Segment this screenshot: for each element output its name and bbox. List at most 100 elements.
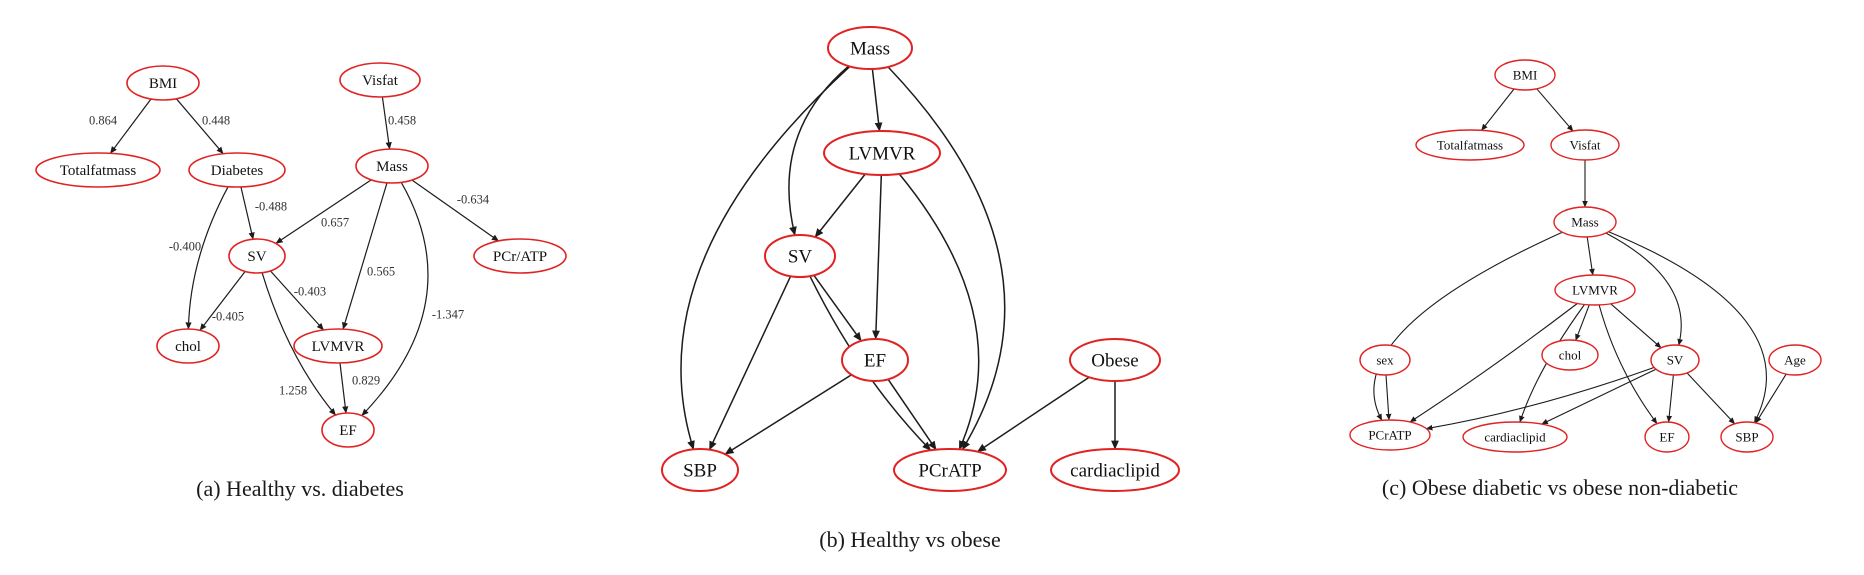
node-label-chol: chol xyxy=(1559,347,1582,362)
edge-SV-LVMVR xyxy=(269,270,324,331)
edge-label-SV-chol: -0.405 xyxy=(212,309,244,323)
edge-Mass-EF xyxy=(361,182,429,417)
edge-LVMVR-EF xyxy=(872,174,883,340)
node-label-sex: sex xyxy=(1376,352,1394,367)
edge-label-Diabetes-SV: -0.488 xyxy=(255,199,287,213)
node-SV xyxy=(1650,344,1700,376)
node-label-Mass: Mass xyxy=(376,159,408,175)
edge-Mass-SBP xyxy=(1608,231,1767,423)
node-sex xyxy=(1359,344,1411,376)
edge-label-Mass-SV: 0.657 xyxy=(321,215,349,229)
edge-LVMVR-PCrATP xyxy=(898,173,980,450)
node-SBP xyxy=(661,448,739,492)
edge-SV-EF xyxy=(813,274,862,342)
edge-label-Mass-PCrATP: -0.634 xyxy=(457,192,490,206)
edge-LVMVR-SV xyxy=(814,173,866,238)
node-label-cardiaclipid: cardiaclipid xyxy=(1070,460,1160,481)
edge-Mass-PCrATP xyxy=(411,179,499,242)
edge-LVMVR-chol xyxy=(1575,304,1590,341)
edge-SV-EF xyxy=(1666,374,1674,423)
edge-BMI-Totalfatmass xyxy=(1481,88,1515,131)
edge-BMI-Diabetes xyxy=(175,98,224,155)
node-Totalfatmass xyxy=(1415,129,1525,161)
node-label-Mass: Mass xyxy=(1571,214,1598,229)
node-EF xyxy=(1644,421,1690,453)
node-label-Age: Age xyxy=(1784,352,1806,367)
edge-LVMVR-EF xyxy=(339,362,349,414)
edge-label-Mass-LVMVR: 0.565 xyxy=(367,264,395,278)
node-label-PCrATP: PCrATP xyxy=(918,460,981,481)
edge-Mass-LVMVR xyxy=(871,68,883,132)
node-PCrATP xyxy=(473,238,567,274)
caption-b: (b) Healthy vs obese xyxy=(819,527,1001,552)
edge-SV-SBP xyxy=(1686,372,1736,425)
node-Totalfatmass xyxy=(35,152,161,188)
node-EF xyxy=(841,338,909,382)
node-label-SBP: SBP xyxy=(683,460,717,481)
edge-label-BMI-Diabetes: 0.448 xyxy=(202,113,230,127)
edge-label-Diabetes-chol: -0.400 xyxy=(169,239,201,253)
node-PCrATP xyxy=(1349,419,1431,451)
edge-EF-PCrATP xyxy=(887,378,937,451)
node-label-SV: SV xyxy=(1667,352,1684,367)
edge-label-SV-EF: 1.258 xyxy=(279,383,307,397)
edge-sex-PCrATP xyxy=(1385,374,1392,421)
node-BMI xyxy=(1494,59,1556,91)
edge-LVMVR-SV xyxy=(1610,303,1662,349)
caption-c: (c) Obese diabetic vs obese non-diabetic xyxy=(1381,475,1739,500)
node-label-LVMVR: LVMVR xyxy=(312,339,365,355)
edge-SV-EF xyxy=(261,272,337,416)
edge-Age-SBP xyxy=(1755,373,1787,424)
node-cardiaclipid xyxy=(1050,448,1180,492)
edge-label-LVMVR-EF: 0.829 xyxy=(352,373,380,387)
edge-label-Visfat-Mass: 0.458 xyxy=(388,113,416,127)
node-SV xyxy=(764,234,836,278)
edge-BMI-Visfat xyxy=(1536,88,1574,132)
node-SBP xyxy=(1720,421,1774,453)
edge-Mass-PCrATP xyxy=(887,66,1006,451)
edge-Diabetes-SV xyxy=(240,186,255,240)
node-BMI xyxy=(126,65,200,101)
edge-Mass-SV xyxy=(275,179,372,244)
node-Age xyxy=(1768,344,1822,376)
node-label-Totalfatmass: Totalfatmass xyxy=(1437,137,1503,152)
node-Mass xyxy=(827,26,913,70)
node-label-SV: SV xyxy=(247,249,266,265)
node-label-SV: SV xyxy=(788,246,813,267)
node-label-chol: chol xyxy=(175,339,201,355)
edge-Visfat-Mass xyxy=(381,96,392,150)
edge-LVMVR-cardiaclipid xyxy=(1519,304,1585,423)
edge-Mass-SV xyxy=(788,65,850,236)
node-Obese xyxy=(1069,338,1161,382)
node-SV xyxy=(228,238,286,274)
edge-label-BMI-Totalfatmass: 0.864 xyxy=(89,113,118,127)
edge-SV-cardiaclipid xyxy=(1541,368,1657,425)
edge-BMI-Totalfatmass xyxy=(109,98,152,154)
node-chol xyxy=(156,328,220,364)
node-label-LVMVR: LVMVR xyxy=(1572,282,1618,297)
node-label-Visfat: Visfat xyxy=(1570,137,1601,152)
edge-SV-SBP xyxy=(708,275,792,451)
node-LVMVR xyxy=(293,328,383,364)
node-label-PCrATP: PCrATP xyxy=(1368,427,1411,442)
node-label-cardiaclipid: cardiaclipid xyxy=(1484,429,1546,444)
edge-Mass-SBP xyxy=(680,65,851,450)
node-Mass xyxy=(1553,206,1617,238)
edge-Mass-SV xyxy=(1605,232,1683,346)
node-chol xyxy=(1541,339,1599,371)
edge-SV-chol xyxy=(199,271,246,331)
node-label-Visfat: Visfat xyxy=(362,73,399,89)
node-label-EF: EF xyxy=(339,423,357,439)
node-label-SBP: SBP xyxy=(1735,429,1758,444)
node-label-PCrATP: PCr/ATP xyxy=(493,249,547,265)
node-Diabetes xyxy=(188,152,286,188)
node-label-EF: EF xyxy=(1659,429,1674,444)
node-EF xyxy=(321,412,375,448)
node-label-LVMVR: LVMVR xyxy=(849,143,916,164)
